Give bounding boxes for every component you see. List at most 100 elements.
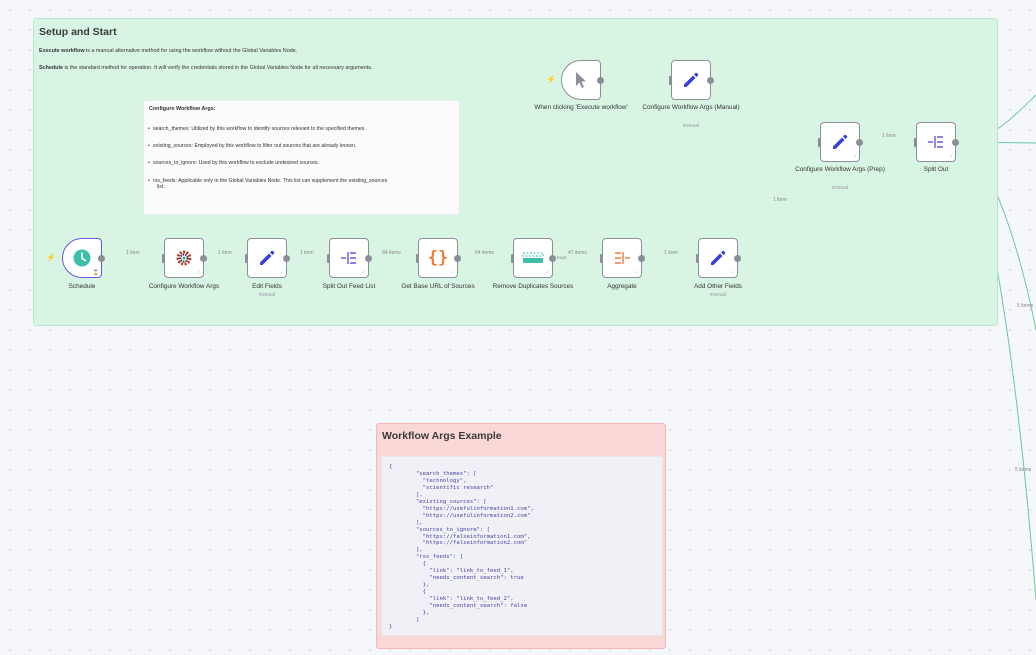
- output-handle[interactable]: [454, 255, 461, 262]
- node-add-other-fields[interactable]: ✓: [696, 238, 741, 278]
- pencil-icon: [260, 250, 275, 265]
- success-check-icon: ✓: [361, 270, 366, 276]
- node-label: When clicking 'Execute workflow': [534, 104, 628, 111]
- success-check-icon: ✓: [730, 270, 735, 276]
- output-handle[interactable]: [200, 255, 207, 262]
- node-label: Aggregate: [607, 283, 637, 290]
- edge-label: 1 item: [663, 250, 679, 256]
- node-label: Configure Workflow Args (Manual): [642, 104, 740, 111]
- edge-label: 1 item: [125, 250, 141, 256]
- clock-icon: [73, 249, 91, 267]
- edge-label: 47 items: [567, 250, 588, 256]
- edge-label: 64 items: [474, 250, 495, 256]
- args-bullet: rss_feeds: Applicable only in the Global…: [148, 178, 387, 185]
- split-icon: [928, 136, 943, 148]
- node-label: Configure Workflow Args: [148, 283, 220, 290]
- input-handle[interactable]: [162, 254, 165, 263]
- success-check-icon: ✓: [279, 270, 284, 276]
- output-handle[interactable]: [98, 255, 105, 262]
- node-remove-duplicates[interactable]: ✓: [511, 238, 556, 278]
- input-handle[interactable]: [818, 138, 821, 147]
- setup-note-line2: Schedule is the standard method for oper…: [39, 65, 373, 71]
- setup-note-line1: Execute workflow is a manual alternative…: [39, 48, 298, 54]
- node-subtitle: manual: [831, 185, 849, 191]
- example-note-title: Workflow Args Example: [382, 430, 502, 442]
- args-description-box: Configure Workflow Args: search_themes: …: [143, 100, 460, 215]
- node-base-url[interactable]: {} ✓: [416, 238, 461, 278]
- node-label: Edit Fields: [252, 283, 282, 290]
- args-bullet: search_themes: Utilized by this workflow…: [148, 126, 366, 133]
- node-label: Split Out Feed List: [322, 283, 376, 290]
- node-subtitle: manual: [682, 123, 700, 129]
- output-handle[interactable]: [734, 255, 741, 262]
- node-config-prep[interactable]: ✓: [818, 122, 863, 162]
- status-icon: ⌛: [92, 270, 99, 276]
- output-handle[interactable]: [283, 255, 290, 262]
- success-check-icon: ✓: [852, 154, 857, 160]
- success-check-icon: ✓: [948, 154, 953, 160]
- code-block: { "search_themes": [ "technology", "scie…: [381, 456, 663, 636]
- input-handle[interactable]: [327, 254, 330, 263]
- node-subtitle: manual: [709, 292, 727, 298]
- node-config-args[interactable]: ✓: [162, 238, 207, 278]
- cursor-icon: [576, 72, 586, 88]
- output-handle[interactable]: [952, 139, 959, 146]
- setup-note-title: Setup and Start: [39, 26, 117, 38]
- braces-icon: {}: [427, 248, 449, 268]
- node-label: Add Other Fields: [694, 283, 742, 290]
- args-bullet-continuation: list.: [157, 184, 165, 190]
- output-handle[interactable]: [549, 255, 556, 262]
- input-handle[interactable]: [669, 76, 672, 85]
- input-handle[interactable]: [511, 254, 514, 263]
- node-label: Split Out: [923, 166, 949, 173]
- success-check-icon: ✓: [545, 270, 550, 276]
- edge-label: 1 item: [772, 197, 788, 203]
- edge-label: 1 item: [881, 133, 897, 139]
- node-aggregate[interactable]: ✓: [600, 238, 645, 278]
- node-split-out[interactable]: ✓: [914, 122, 959, 162]
- trigger-bolt-icon: ⚡: [46, 253, 56, 262]
- node-label: Remove Duplicates Sources: [492, 283, 574, 290]
- pencil-icon: [684, 72, 699, 87]
- aggregate-icon: [615, 252, 630, 264]
- node-label: Configure Workflow Args (Prep): [795, 166, 885, 173]
- node-manual-trigger[interactable]: [561, 60, 604, 100]
- node-label: Get Base URL of Sources: [401, 283, 475, 290]
- dedupe-icon: [522, 252, 544, 263]
- pencil-icon: [833, 134, 848, 149]
- output-handle[interactable]: [638, 255, 645, 262]
- node-label: Schedule: [68, 283, 96, 290]
- edge-label: 5 items: [1015, 467, 1032, 473]
- node-config-manual[interactable]: [669, 60, 714, 100]
- edge-label: 1 item: [217, 250, 233, 256]
- input-handle[interactable]: [416, 254, 419, 263]
- node-split-feed[interactable]: ✓: [327, 238, 372, 278]
- args-bullet: existing_sources: Employed by this workf…: [148, 143, 356, 150]
- input-handle[interactable]: [245, 254, 248, 263]
- output-handle[interactable]: [365, 255, 372, 262]
- output-port-label: Kept: [556, 255, 568, 260]
- node-edit-fields[interactable]: ✓: [245, 238, 290, 278]
- example-json-code: { "search_themes": [ "technology", "scie…: [389, 464, 534, 630]
- success-check-icon: ✓: [196, 270, 201, 276]
- split-icon: [341, 252, 356, 264]
- edge-label: 5 items: [1017, 303, 1034, 309]
- args-bullet: sources_to_ignore: Used by this workflow…: [148, 160, 319, 167]
- input-handle[interactable]: [600, 254, 603, 263]
- success-check-icon: ✓: [450, 270, 455, 276]
- trigger-bolt-icon: ⚡: [546, 75, 556, 84]
- gear-cluster-icon: [176, 250, 192, 266]
- node-subtitle: manual: [258, 292, 276, 298]
- edge-label: 84 items: [381, 250, 402, 256]
- output-handle[interactable]: [597, 77, 604, 84]
- node-schedule[interactable]: ⌛: [62, 238, 105, 278]
- args-box-title: Configure Workflow Args:: [149, 106, 216, 112]
- pencil-icon: [711, 250, 726, 265]
- input-handle[interactable]: [696, 254, 699, 263]
- output-handle[interactable]: [707, 77, 714, 84]
- output-handle[interactable]: [856, 139, 863, 146]
- edge-label: 1 item: [299, 250, 315, 256]
- input-handle[interactable]: [914, 138, 917, 147]
- success-check-icon: ✓: [634, 270, 639, 276]
